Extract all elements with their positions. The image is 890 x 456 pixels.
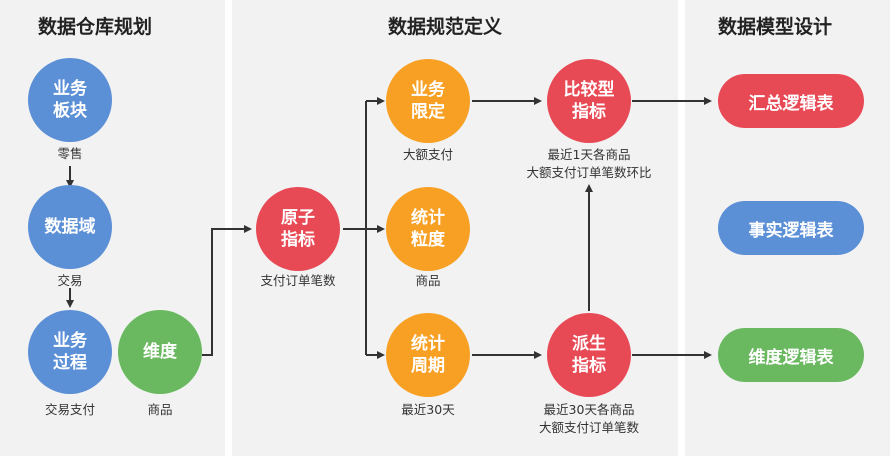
fact-logical-table: 事实逻辑表	[718, 201, 864, 255]
data-domain-node: 数据域	[28, 185, 112, 269]
last-30-days-caption: 最近30天	[401, 402, 455, 417]
derived-metric-node: 派生 指标	[547, 313, 631, 397]
retail-caption: 零售	[57, 146, 83, 161]
business-qualifier-node: 业务 限定	[386, 59, 470, 143]
large-payment-caption: 大额支付	[402, 147, 453, 162]
comparative-example-caption: 最近1天各商品 大额支付订单笔数环比	[526, 147, 652, 180]
product-dim-caption: 商品	[147, 402, 173, 417]
comparative-metric-node: 比较型 指标	[547, 59, 631, 143]
atomic-metric-node: 原子 指标	[256, 187, 340, 271]
dimension-node: 维度	[118, 310, 202, 394]
header-warehouse-planning: 数据仓库规划	[38, 16, 153, 38]
dimension-logical-table: 维度逻辑表	[718, 328, 864, 382]
arrow-dimension-to-atomic	[202, 225, 252, 356]
business-block-node: 业务 板块	[28, 58, 112, 142]
header-model-design: 数据模型设计	[718, 16, 833, 38]
stat-granularity-node: 统计 粒度	[386, 187, 470, 271]
transaction-payment-caption: 交易支付	[44, 402, 95, 417]
header-data-spec: 数据规范定义	[388, 16, 503, 38]
payment-order-count-caption: 支付订单笔数	[260, 273, 336, 288]
stat-period-node: 统计 周期	[386, 313, 470, 397]
derived-example-caption: 最近30天各商品 大额支付订单笔数	[538, 402, 639, 435]
transaction-caption: 交易	[57, 273, 83, 288]
business-process-node: 业务 过程	[28, 310, 112, 394]
summary-logical-table: 汇总逻辑表	[718, 74, 864, 128]
product-granularity-caption: 商品	[415, 273, 441, 288]
